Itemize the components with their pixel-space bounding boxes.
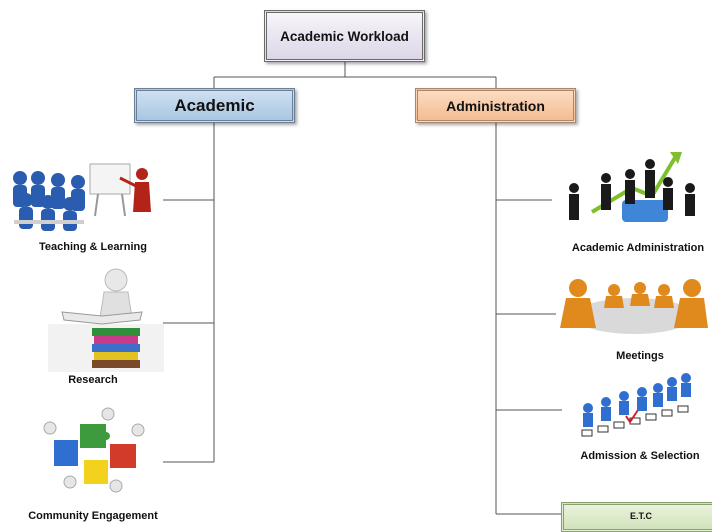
meetings-label: Meetings xyxy=(616,350,664,362)
meeting-icon xyxy=(560,279,708,334)
leaf-node-etc: E.T.C xyxy=(561,502,712,532)
leaf-meetings: Meetings xyxy=(556,274,712,366)
research-label: Research xyxy=(68,374,118,386)
branch-academic-label: Academic xyxy=(174,95,255,115)
admission-selection-label: Admission & Selection xyxy=(580,450,700,462)
branch-node-administration: Administration xyxy=(415,88,576,123)
teaching-icon xyxy=(13,163,151,231)
queue-checklist-icon xyxy=(581,373,691,437)
business-growth-icon xyxy=(569,152,695,222)
leaf-teaching-learning: Teaching & Learning xyxy=(12,160,164,253)
research-icon xyxy=(48,268,164,372)
root-node-academic-workload: Academic Workload xyxy=(264,10,425,62)
etc-label: E.T.C xyxy=(629,511,652,521)
leaf-admission-selection: Admission & Selection xyxy=(566,372,712,468)
teaching-learning-label: Teaching & Learning xyxy=(39,241,147,253)
leaf-academic-administration: Academic Administration xyxy=(552,148,712,258)
community-engagement-label: Community Engagement xyxy=(28,510,158,522)
leaf-community-engagement: Community Engagement xyxy=(28,407,158,522)
root-node-label: Academic Workload xyxy=(280,28,409,44)
leaf-research: Research xyxy=(48,268,164,386)
branch-node-academic: Academic xyxy=(134,88,295,123)
branch-administration-label: Administration xyxy=(446,97,545,114)
puzzle-icon xyxy=(43,407,145,493)
academic-administration-label: Academic Administration xyxy=(571,242,705,254)
